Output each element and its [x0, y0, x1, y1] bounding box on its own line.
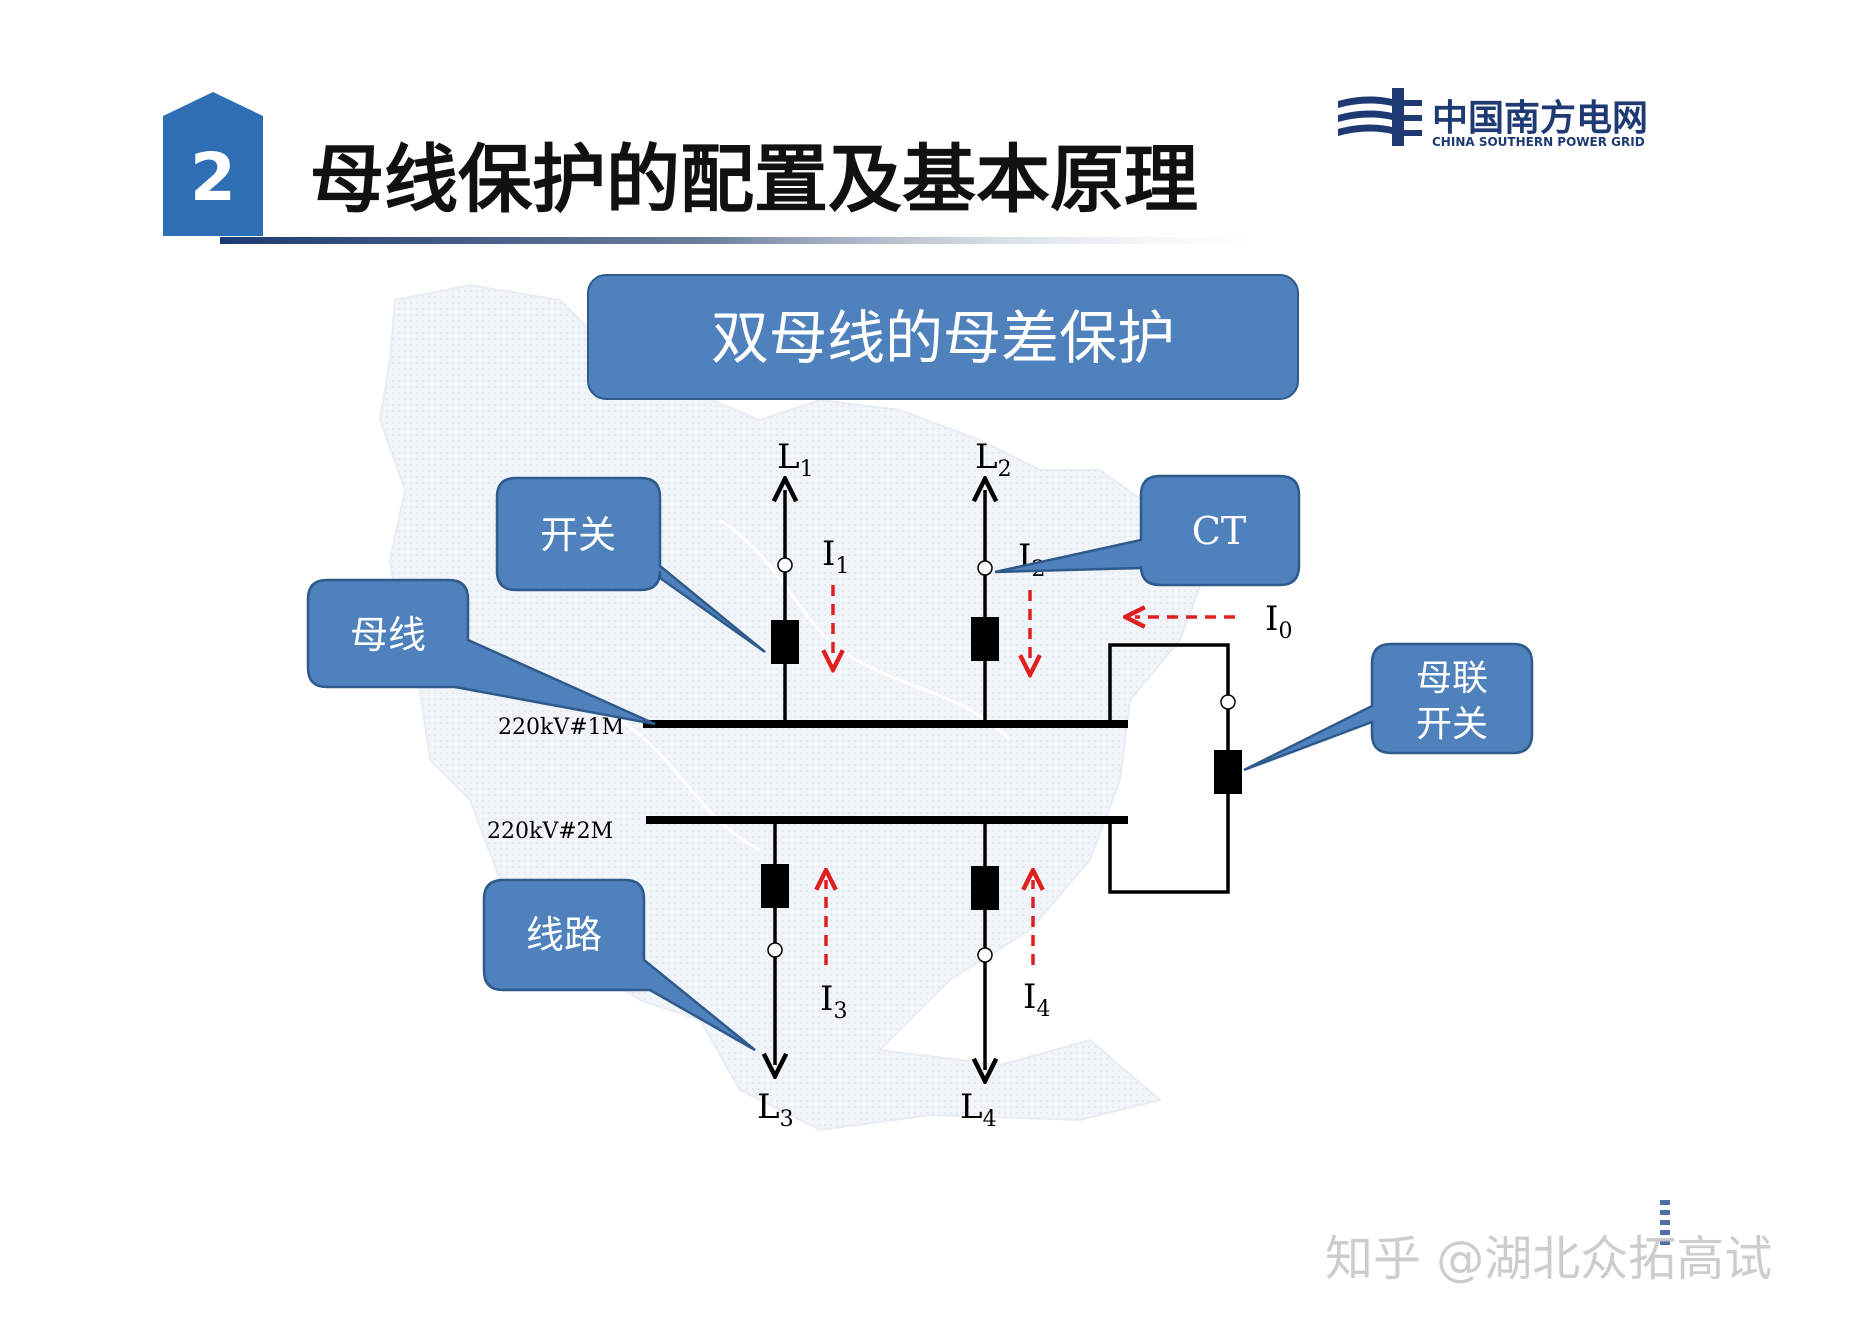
- section-number: 2: [190, 139, 236, 216]
- feeder-L4-breaker-icon: [971, 866, 999, 910]
- logo: 中国南方电网 CHINA SOUTHERN POWER GRID: [1338, 88, 1648, 149]
- feeder-L1: L1: [771, 437, 814, 724]
- subtitle-box: 双母线的母差保护: [587, 274, 1299, 400]
- feeder-L3-breaker-icon: [761, 864, 789, 908]
- callout-ct: CT: [994, 474, 1301, 587]
- corner-decoration: [1660, 1200, 1670, 1245]
- feeder-L3: L3: [757, 820, 794, 1132]
- feeder-L3-ct-icon: [767, 942, 783, 958]
- callout-bus-coupler: 母联 开关: [1243, 642, 1534, 772]
- callout-ct-text: CT: [1192, 509, 1246, 553]
- feeder-L4-ct-icon: [977, 947, 993, 963]
- page-title: 母线保护的配置及基本原理: [310, 137, 1198, 223]
- feeder-L1-breaker-icon: [771, 620, 799, 664]
- feeder-L2-breaker-icon: [971, 617, 999, 661]
- callout-busbar: 母线: [306, 578, 656, 726]
- feeder-L1-ct-icon: [777, 557, 793, 573]
- bus2-label: 220kV#2M: [487, 819, 613, 844]
- bus1-label: 220kV#1M: [498, 715, 624, 740]
- logo-name-en: CHINA SOUTHERN POWER GRID: [1432, 135, 1645, 149]
- callout-switch-text: 开关: [540, 513, 616, 557]
- bus-coupler-breaker-icon: [1214, 750, 1242, 794]
- callout-bus-coupler-line1: 母联: [1416, 658, 1488, 699]
- feeder-L2-ct-icon: [977, 560, 993, 576]
- feeder-L4-label: L4: [960, 1087, 997, 1132]
- current-I0-label: I0: [1265, 599, 1292, 644]
- current-I1-label: I1: [822, 534, 849, 579]
- feeder-L2: L2: [971, 437, 1012, 724]
- bus-coupler-ct-icon: [1220, 694, 1236, 710]
- callout-bus-coupler-line2: 开关: [1416, 704, 1488, 745]
- section-number-box: [163, 92, 263, 236]
- feeder-L4: L4: [960, 820, 999, 1132]
- map-background: [378, 283, 1212, 1132]
- current-arrows: [826, 585, 1235, 965]
- busbars: 220kV#1M 220kV#2M: [487, 715, 1128, 844]
- current-I4-label: I4: [1023, 977, 1050, 1022]
- bus-coupler: [1108, 643, 1242, 894]
- callout-busbar-text: 母线: [350, 613, 426, 657]
- callout-switch: 开关: [495, 476, 766, 654]
- callout-line: 线路: [482, 878, 756, 1052]
- logo-name-cn: 中国南方电网: [1432, 98, 1648, 139]
- subtitle-text: 双母线的母差保护: [711, 304, 1175, 372]
- callout-line-text: 线路: [526, 913, 602, 957]
- feeder-L2-label: L2: [975, 437, 1012, 482]
- watermark-text: 知乎 @湖北众拓高试: [1325, 1231, 1772, 1287]
- logo-mark-icon: [1338, 88, 1422, 146]
- title-underline: [220, 237, 1310, 244]
- feeder-L3-label: L3: [757, 1087, 794, 1132]
- section-header: 2 母线保护的配置及基本原理: [163, 92, 1310, 244]
- current-I3-label: I3: [820, 979, 847, 1024]
- feeder-L1-label: L1: [777, 437, 814, 482]
